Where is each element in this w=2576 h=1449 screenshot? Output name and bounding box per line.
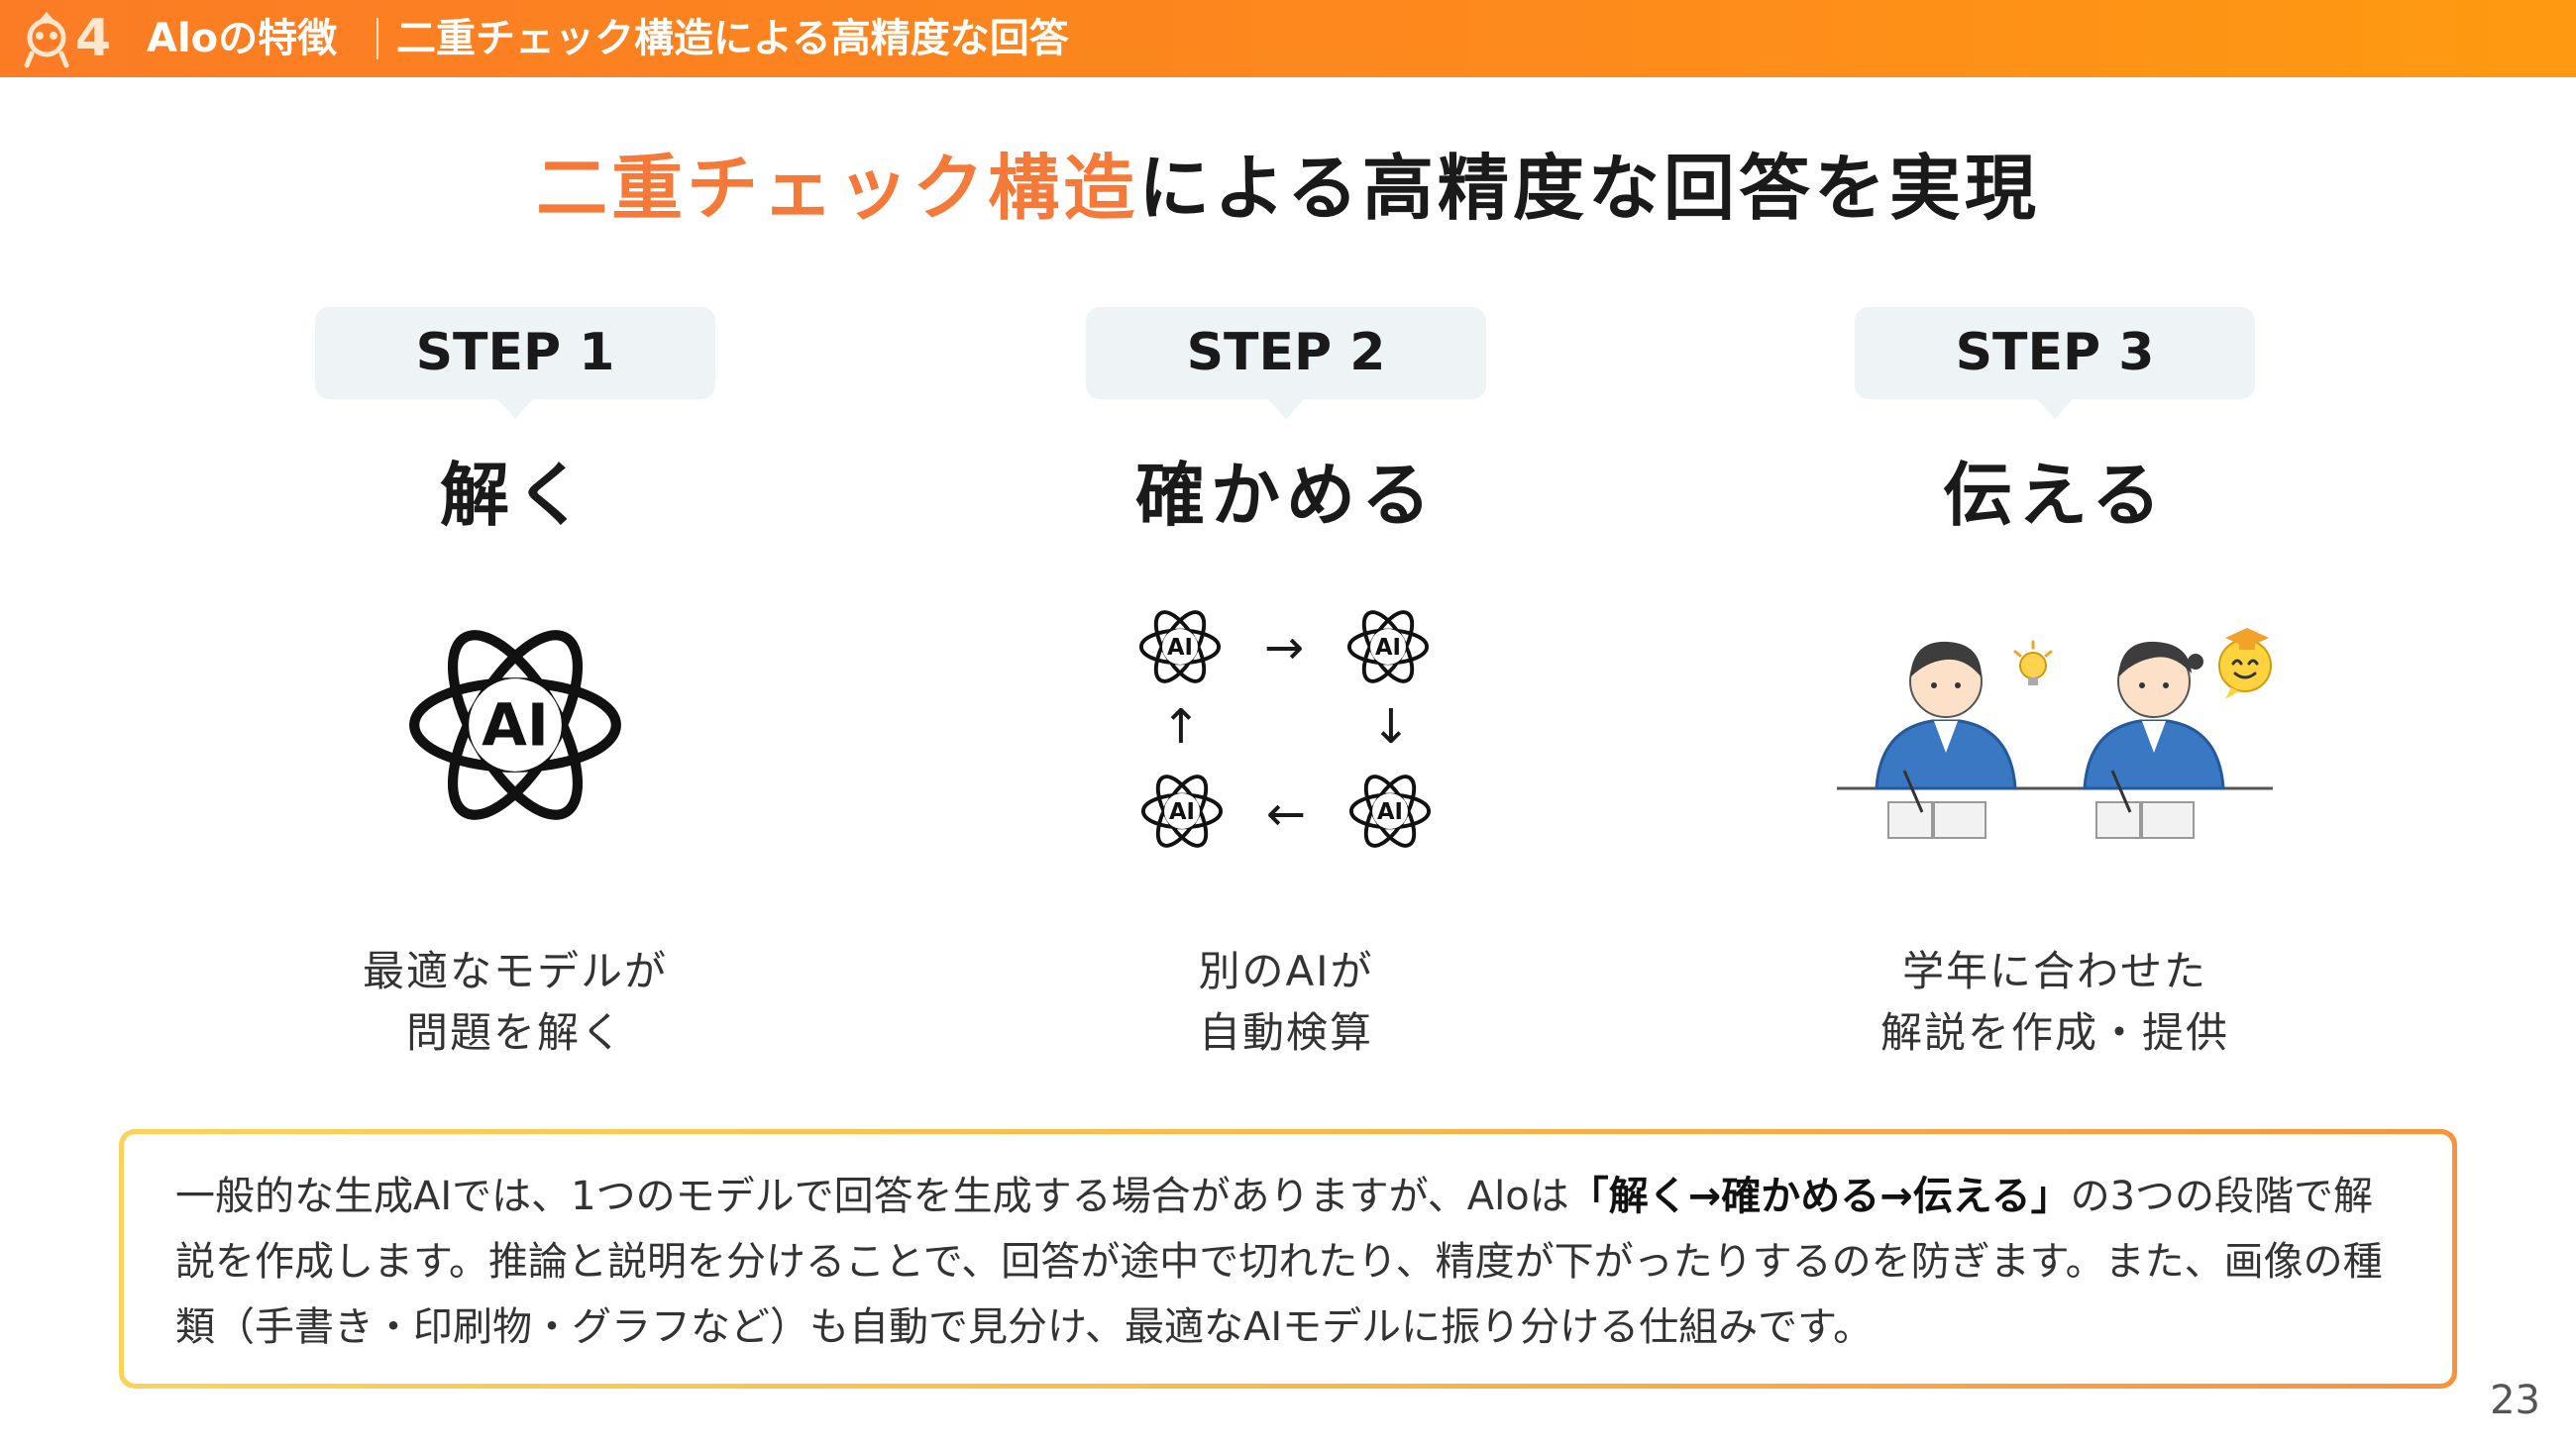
arrow-left-icon: ← bbox=[1265, 786, 1307, 842]
arrow-right-icon: → bbox=[1263, 620, 1305, 675]
atom-ai-icon: AI bbox=[404, 614, 626, 836]
step-description: 最適なモデルが 問題を解く bbox=[362, 947, 668, 1057]
atom-ai-icon: AI bbox=[1345, 604, 1431, 689]
title-accent: 二重チェック構造 bbox=[536, 147, 1139, 230]
info-highlight: 「解く→確かめる→伝える」 bbox=[1568, 1174, 2071, 1219]
lightbulb-icon bbox=[2013, 640, 2053, 685]
arrow-up-icon: ↑ bbox=[1160, 699, 1202, 755]
svg-text:AI: AI bbox=[1167, 635, 1193, 661]
step-badge: STEP 3 bbox=[1855, 307, 2255, 419]
header-section: Aloの特徴 bbox=[147, 16, 338, 61]
person-student-icon bbox=[2083, 641, 2225, 839]
step-name: 解く bbox=[440, 455, 590, 536]
header-bar: 4 Aloの特徴 二重チェック構造による高精度な回答 bbox=[0, 0, 2576, 77]
svg-text:AI: AI bbox=[1169, 799, 1195, 825]
svg-text:AI: AI bbox=[482, 690, 549, 759]
step-description: 学年に合わせた 解説を作成・提供 bbox=[1879, 947, 2229, 1057]
svg-text:AI: AI bbox=[1377, 799, 1403, 825]
person-student-icon bbox=[1875, 641, 2017, 839]
students-illustration bbox=[1837, 628, 2273, 839]
header-title: 二重チェック構造による高精度な回答 bbox=[396, 16, 1069, 61]
info-text: 一般的な生成AIでは、1つのモデルで回答を生成する場合がありますが、Aloは「解… bbox=[124, 1134, 2452, 1384]
step-name: 伝える bbox=[1943, 455, 2167, 536]
atom-ai-icon: AI bbox=[1137, 604, 1223, 689]
header-divider bbox=[376, 18, 378, 59]
atom-ai-icon: AI bbox=[1347, 769, 1433, 854]
owl-logo-icon bbox=[24, 12, 69, 68]
step-badge: STEP 1 bbox=[315, 307, 715, 419]
atom-ai-icon: AI bbox=[1139, 769, 1225, 854]
step-name: 確かめる bbox=[1135, 455, 1437, 536]
smiley-graduate-icon bbox=[2218, 628, 2272, 699]
info-box: 一般的な生成AIでは、1つのモデルで回答を生成する場合がありますが、Aloは「解… bbox=[119, 1129, 2457, 1389]
chapter-number: 4 bbox=[75, 9, 112, 68]
page-number: 23 bbox=[2490, 1378, 2540, 1423]
title-rest: による高精度な回答を実現 bbox=[1138, 147, 2040, 230]
page-title: 二重チェック構造による高精度な回答を実現 bbox=[0, 139, 2576, 238]
arrow-down-icon: ↓ bbox=[1370, 699, 1412, 755]
svg-text:AI: AI bbox=[1375, 635, 1401, 661]
step-description: 別のAIが 自動検算 bbox=[1198, 947, 1374, 1057]
step-badge: STEP 2 bbox=[1086, 307, 1486, 419]
